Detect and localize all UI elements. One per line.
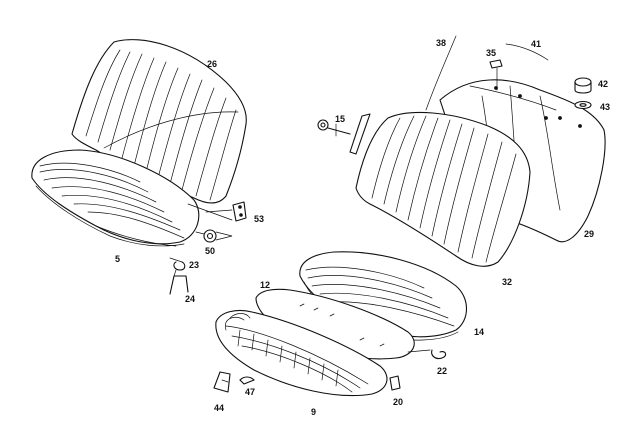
spring-frame-part-9 [215,309,388,397]
callout-29: 29 [584,229,594,239]
callout-43: 43 [600,102,610,112]
callout-47: 47 [245,387,255,397]
spring-clip-part-23 [173,261,186,271]
washer-part-43 [574,100,592,110]
callout-20: 20 [393,397,403,407]
callout-32: 32 [502,277,512,287]
leader-lines [169,203,431,353]
plug-part-42 [574,77,592,94]
bracket-part-53 [205,201,247,222]
callout-35: 35 [486,48,496,58]
hook-part-24 [169,269,189,295]
callout-26: 26 [207,59,217,69]
callout-24: 24 [185,294,195,304]
callout-38: 38 [436,38,446,48]
callout-12: 12 [260,280,270,290]
callout-50: 50 [205,246,215,256]
front-backrest-part-26 [71,39,247,204]
callout-15: 15 [335,114,345,124]
callout-41: 41 [531,39,541,49]
callout-44: 44 [214,403,224,413]
callout-22: 22 [437,366,447,376]
trim-strip [349,113,371,155]
callout-53: 53 [254,214,264,224]
callout-14: 14 [474,327,484,337]
callout-labels: 26 5 53 50 23 24 15 38 35 41 42 43 29 32… [115,38,610,417]
rear-top-parts [425,35,549,111]
clip-part-50 [195,229,233,243]
clip-part-20 [389,375,401,391]
rear-backrest-part-32 [355,111,531,267]
callout-23: 23 [189,260,199,270]
clip-part-47 [239,376,255,385]
callout-5: 5 [115,254,120,264]
clip-part-22 [431,349,447,360]
bolt-part-15 [317,119,351,137]
front-cushion-part-5 [31,149,200,247]
bracket-part-44 [213,371,231,393]
callout-42: 42 [598,79,608,89]
callout-9: 9 [311,407,316,417]
